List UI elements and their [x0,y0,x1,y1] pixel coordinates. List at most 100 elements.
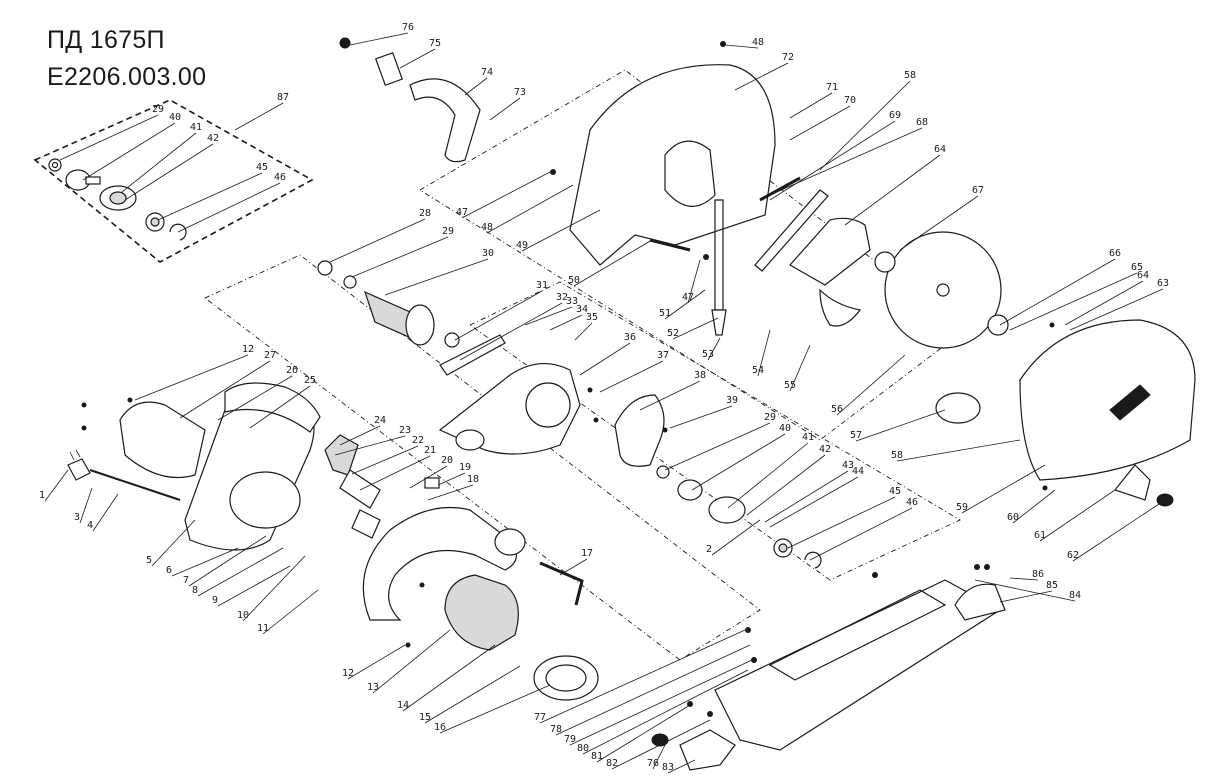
spindle-assembly [656,465,822,569]
callout-leader [711,519,761,556]
callout-leader [769,476,859,528]
callout-label: 8 [192,585,198,596]
callout-label: 45 [256,162,268,173]
callout-leader [664,289,706,320]
callout-leader [769,120,896,201]
callout-leader [734,62,789,91]
callout-label: 85 [1046,580,1058,591]
callout-leader [687,259,701,304]
callout-leader [454,290,543,341]
callout-leader [439,684,551,734]
callout-leader [44,469,69,502]
outer-flange [874,251,896,273]
callout-leader [639,380,701,411]
callout-label: 1 [39,490,45,501]
upper-guard-window [664,140,716,207]
callout-leader [384,258,489,296]
callout-label: 15 [419,712,431,723]
callout-label: 51 [659,308,671,319]
callout-label: 21 [424,445,436,456]
spindle-ring [656,465,670,479]
callout-leader [459,302,563,361]
gearbox-housing [438,334,581,455]
callout-label: 31 [536,280,548,291]
inner-flange [987,314,1009,336]
depth-arc [409,78,481,163]
bevel-bracket-85 [954,583,1006,621]
riving-knife-blade [819,288,862,327]
callout-leader [179,360,271,419]
bevel-bracket-83 [679,729,736,771]
dust-port [935,392,981,424]
callout-label: 11 [257,623,269,634]
spring-foot [711,309,727,336]
callout-leader [999,590,1053,603]
callout-leader [409,465,448,489]
callout-leader [351,445,419,475]
drawing-code: E2206.003.00 [47,63,207,91]
spring-68 [759,176,801,202]
callout-leader [855,409,946,442]
handle-boss [494,528,526,556]
lower-guard-shell [1019,319,1196,481]
callout-label: 73 [514,87,526,98]
callout-leader [559,558,588,576]
callout-label: 79 [564,734,576,745]
callout-leader [437,472,466,486]
callout-label: 66 [1109,248,1121,259]
kit-pinion-shaft [85,176,101,185]
callout-leader [691,433,786,491]
callout-label: 33 [566,296,578,307]
callout-label: 35 [586,312,598,323]
callout-label: 27 [264,350,276,361]
return-spring [649,176,801,336]
callout-leader [579,342,631,376]
callout-leader [764,470,849,523]
callout-leader [486,184,574,234]
gear-housing-pivot [455,429,485,451]
callout-leader [787,496,896,549]
riving-knife [754,189,871,327]
callout-label: 63 [1157,278,1169,289]
pin-50 [649,238,691,252]
stator-core [444,574,519,651]
callout-label: 47 [456,207,468,218]
callout-label: 40 [779,423,791,434]
switch-assembly [324,434,440,539]
callout-label: 14 [397,700,409,711]
callout-leader [1039,489,1116,542]
kit-bearing-inner [150,217,160,227]
switch-trigger [324,434,359,476]
callout-leader [667,759,696,774]
bevel-brackets [651,464,1174,771]
callout-leader [899,195,979,251]
callout-leader [334,435,406,456]
callouts: 1234567891011121213141516171819202122232… [39,22,1169,774]
callout-leader [789,105,851,141]
callout-label: 48 [752,37,764,48]
callout-label: 28 [419,208,431,219]
callout-label: 68 [916,117,928,128]
callout-label: 26 [286,365,298,376]
callout-leader [707,337,721,361]
callout-label: 80 [577,743,589,754]
callout-leader [596,704,691,763]
callout-label: 87 [277,92,289,103]
lever-31 [439,334,506,376]
brand-plate [1109,384,1151,421]
knife-arm [754,189,829,272]
callout-leader [746,454,826,516]
callout-leader [521,209,601,252]
callout-leader [249,385,311,429]
callout-label: 41 [802,432,814,443]
callout-leader [569,659,753,746]
callout-leader [134,354,249,401]
callout-label: 40 [169,112,181,123]
spindle-bearing-inner [778,543,788,553]
callout-label: 24 [374,415,386,426]
callout-label: 43 [842,460,854,471]
fan-baffle-hole [545,664,587,692]
kit-housing-bore [109,191,127,205]
callout-label: 67 [972,185,984,196]
